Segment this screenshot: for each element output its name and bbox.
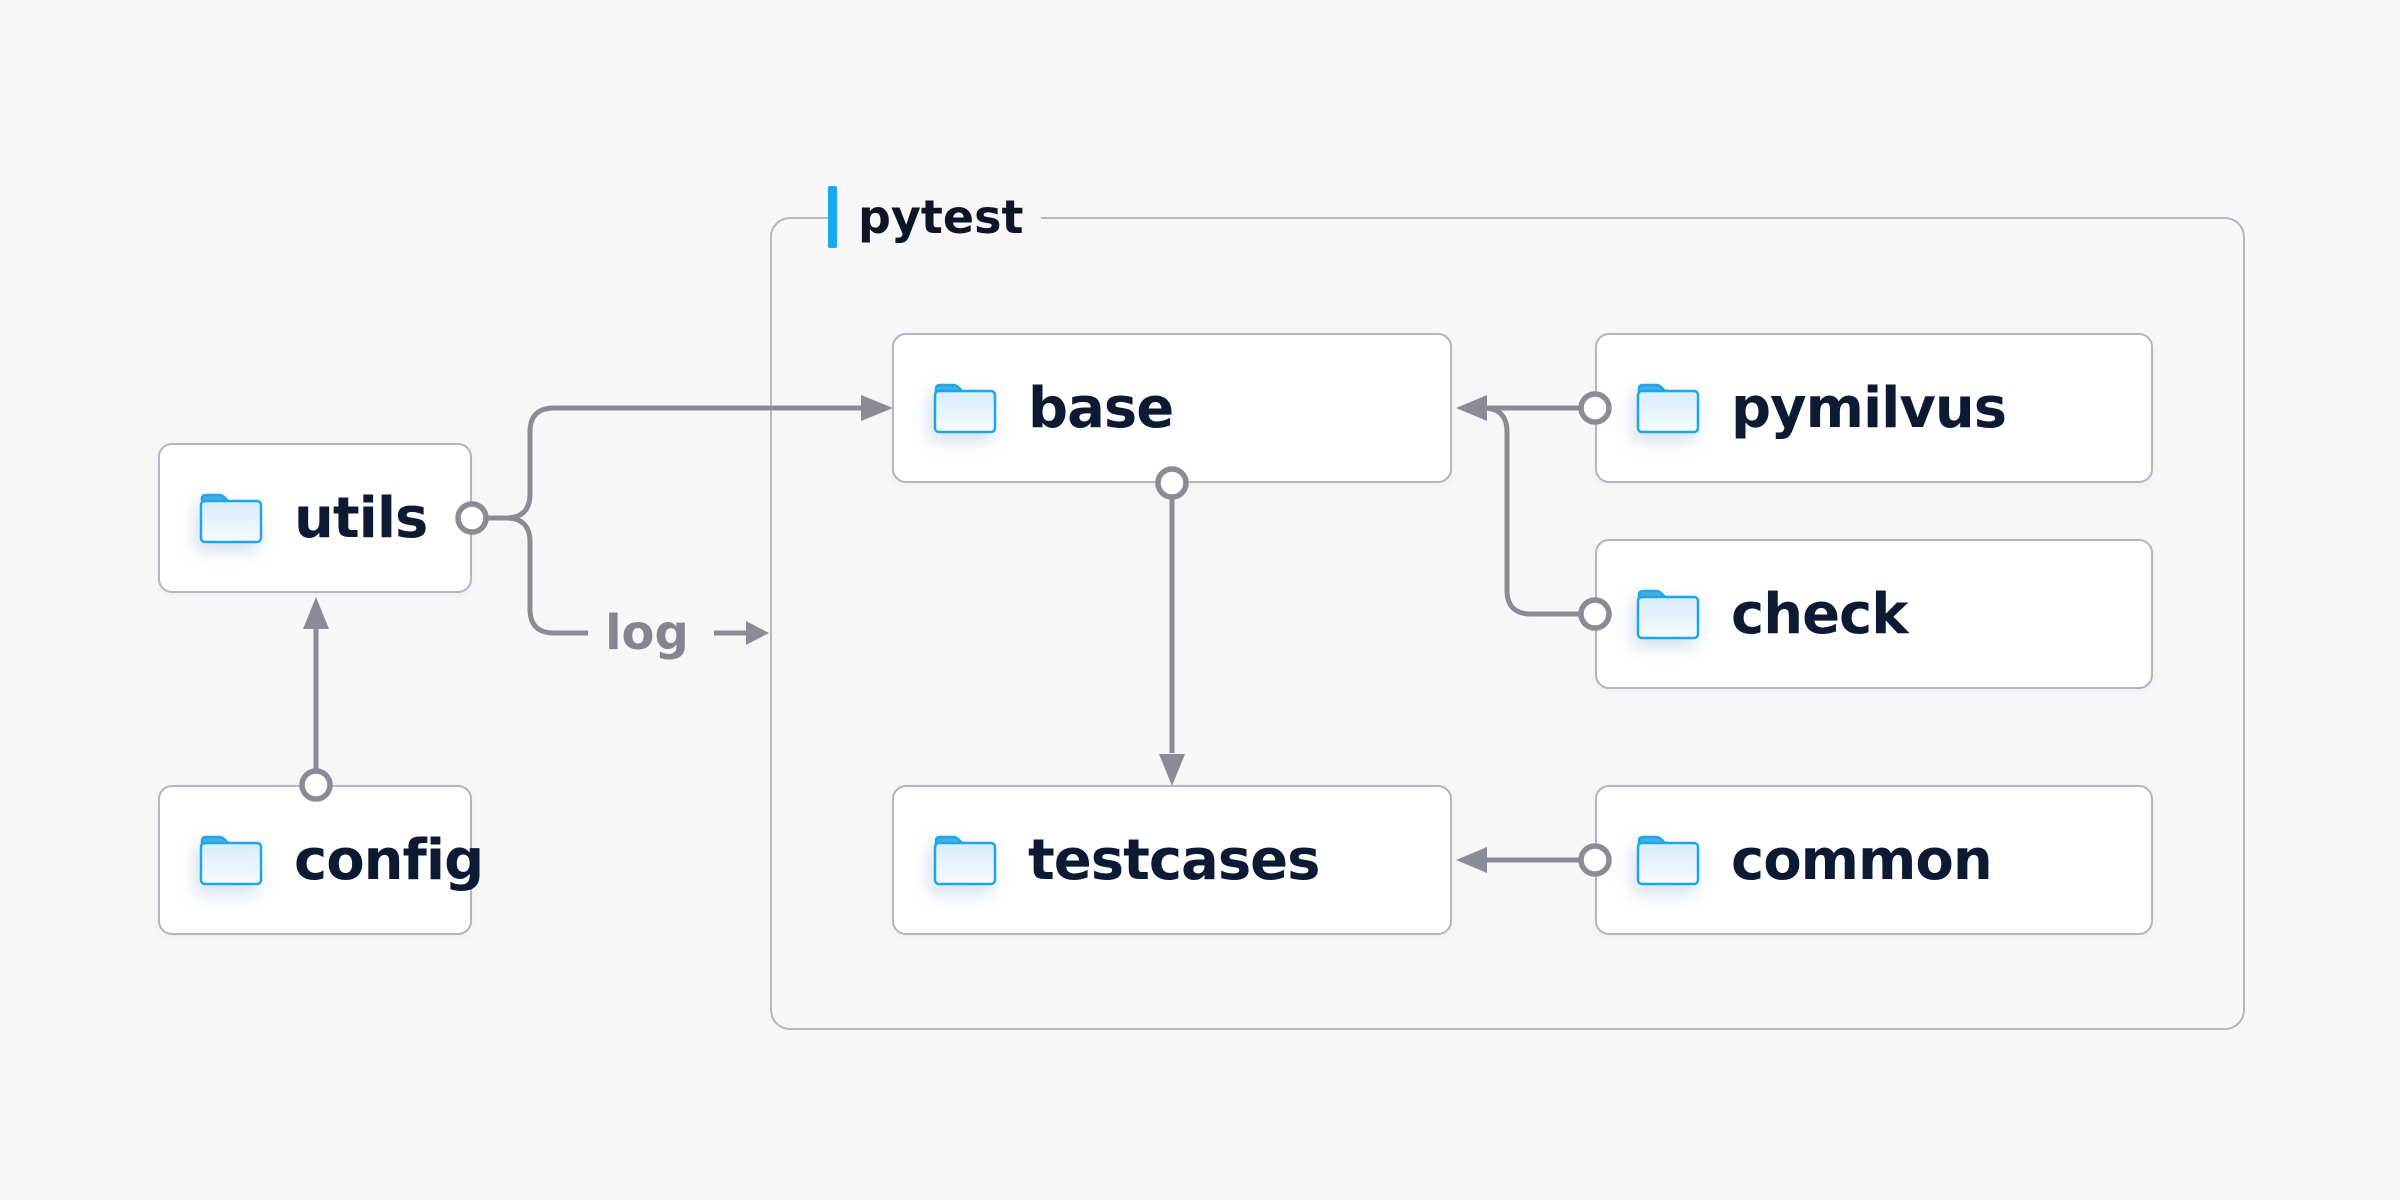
node-label: common xyxy=(1731,827,1993,893)
folder-icon xyxy=(1636,589,1700,640)
node-label: config xyxy=(294,827,484,893)
node-label: utils xyxy=(294,485,428,551)
group-label-text: pytest xyxy=(858,190,1024,244)
node-base: base xyxy=(892,333,1452,483)
node-label: pymilvus xyxy=(1731,375,2007,441)
node-pymilvus: pymilvus xyxy=(1595,333,2153,483)
node-utils: utils xyxy=(158,443,472,593)
node-label: base xyxy=(1028,375,1174,441)
folder-icon xyxy=(933,383,997,434)
node-label: testcases xyxy=(1028,827,1320,893)
node-check: check xyxy=(1595,539,2153,689)
node-label: check xyxy=(1731,581,1908,647)
folder-icon xyxy=(199,493,263,544)
pytest-group-label: pytest xyxy=(828,186,1042,248)
pytest-group-container xyxy=(770,217,2245,1030)
node-config: config xyxy=(158,785,484,935)
accent-bar-icon xyxy=(828,186,837,248)
folder-icon xyxy=(1636,383,1700,434)
folder-icon xyxy=(199,835,263,886)
edge-label-log: log xyxy=(605,605,689,661)
folder-icon xyxy=(1636,835,1700,886)
folder-icon xyxy=(933,835,997,886)
node-common: common xyxy=(1595,785,2153,935)
edge-config-to-utils xyxy=(299,597,333,802)
node-testcases: testcases xyxy=(892,785,1452,935)
